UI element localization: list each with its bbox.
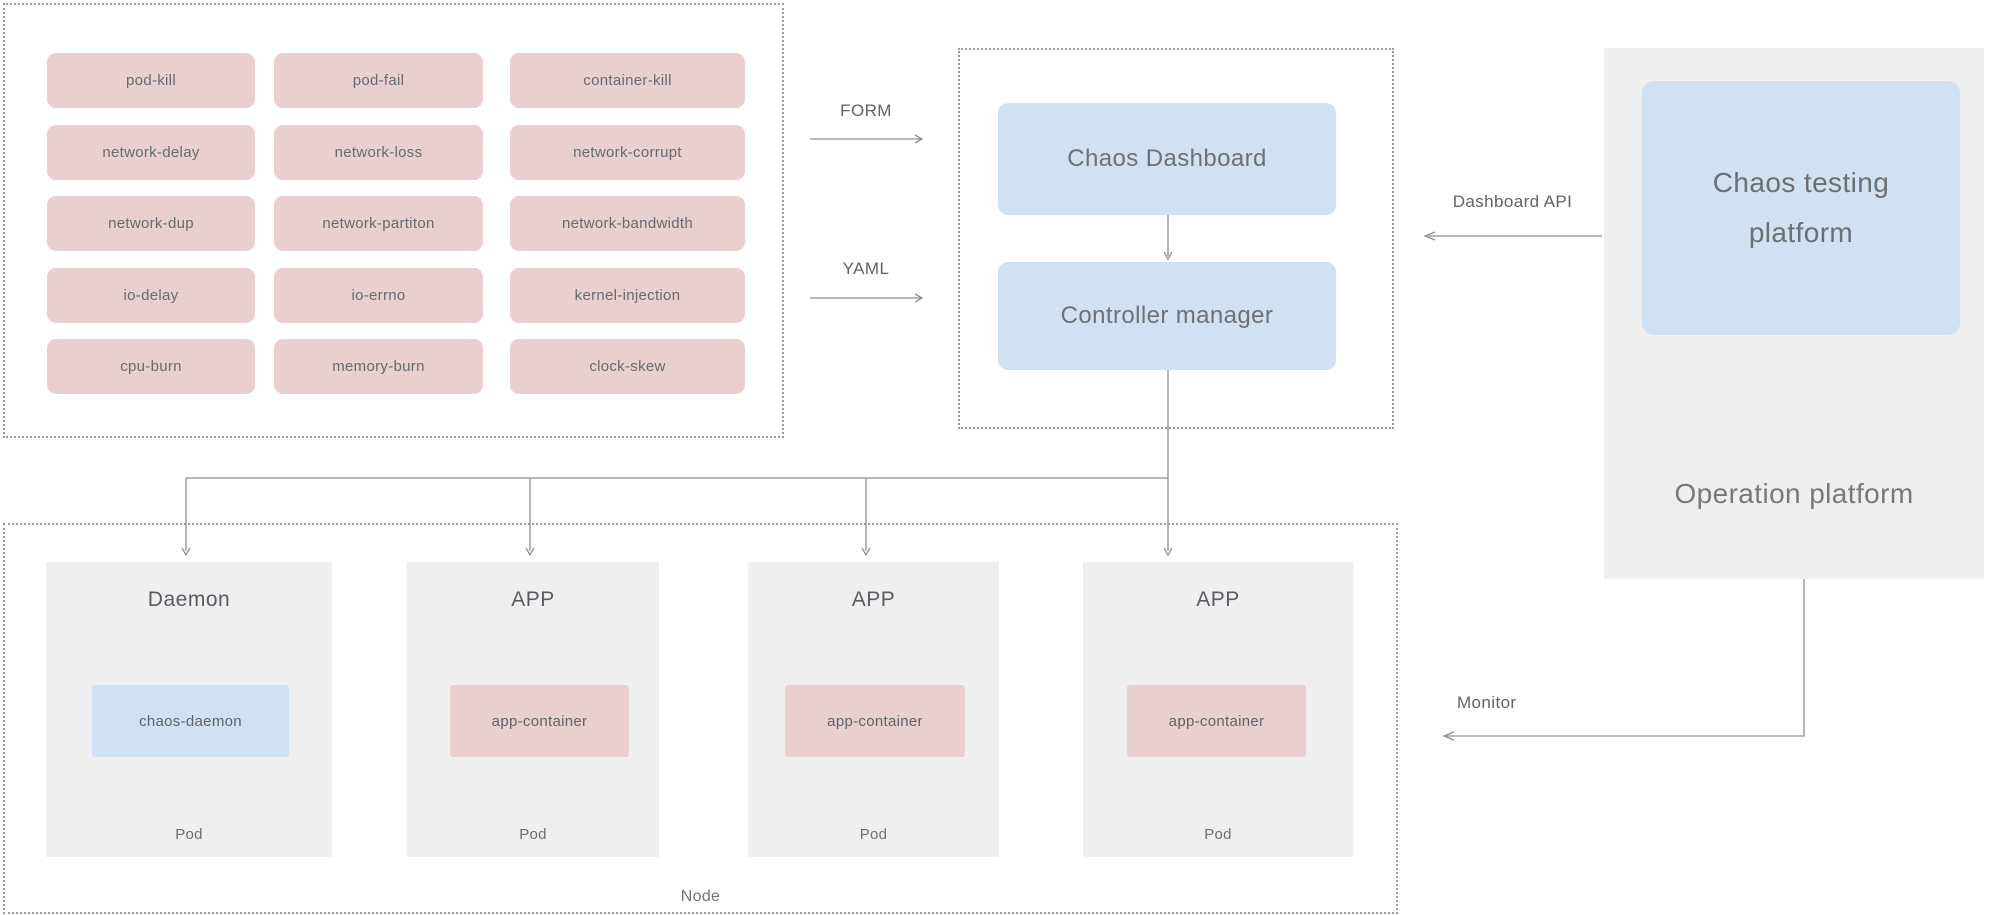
app-pod-2: APP app-container Pod	[748, 562, 999, 857]
control-plane-group	[958, 48, 1394, 429]
pod-label: Pod	[175, 826, 203, 843]
arrowhead-left	[1423, 231, 1436, 241]
experiment-clock-skew: clock-skew	[510, 339, 745, 394]
form-edge-label: FORM	[840, 101, 892, 120]
pod-label: Pod	[859, 826, 888, 843]
experiment-network-bandwidth: network-bandwidth	[510, 196, 745, 251]
chaos-daemon-container: chaos-daemon	[92, 685, 289, 757]
experiment-kernel-injection: kernel-injection	[510, 268, 745, 323]
chaos-testing-platform-node: Chaos testing platform	[1642, 81, 1960, 335]
node-group: Daemon chaos-daemon Pod APP app-containe…	[3, 523, 1398, 914]
app-pod-1: APP app-container Pod	[407, 562, 659, 857]
experiment-network-dup: network-dup	[47, 196, 255, 251]
experiment-container-kill: container-kill	[510, 53, 745, 108]
app-container-box: app-container	[785, 685, 965, 757]
app-container-box: app-container	[450, 685, 629, 757]
experiment-memory-burn: memory-burn	[274, 339, 483, 394]
arrowhead-left	[1442, 731, 1455, 741]
experiment-network-loss: network-loss	[274, 125, 483, 180]
operation-platform-label: Operation platform	[1674, 478, 1914, 509]
operation-platform-group: Chaos testing platform Operation platfor…	[1604, 48, 1984, 579]
node-label: Node	[680, 888, 721, 905]
experiment-io-errno: io-errno	[274, 268, 483, 323]
experiment-pod-fail: pod-fail	[274, 53, 483, 108]
pod-title: APP	[511, 588, 555, 611]
yaml-arrowhead-right	[914, 293, 924, 303]
pod-label: Pod	[519, 826, 547, 843]
experiment-cpu-burn: cpu-burn	[47, 339, 255, 394]
pod-title: APP	[1196, 588, 1240, 611]
controller-manager-node: Controller manager	[998, 262, 1336, 370]
form-arrowhead-right	[914, 134, 924, 144]
experiment-network-corrupt: network-corrupt	[510, 125, 745, 180]
experiment-network-partiton: network-partiton	[274, 196, 483, 251]
app-container-box: app-container	[1127, 685, 1306, 757]
experiment-types-group: pod-kill pod-fail container-kill network…	[3, 3, 784, 438]
pod-title: Daemon	[147, 588, 231, 611]
experiment-network-delay: network-delay	[47, 125, 255, 180]
yaml-edge-label: YAML	[842, 259, 890, 278]
pod-label: Pod	[1204, 826, 1232, 843]
app-pod-3: APP app-container Pod	[1083, 562, 1353, 857]
experiment-pod-kill: pod-kill	[47, 53, 255, 108]
experiment-io-delay: io-delay	[47, 268, 255, 323]
dashboard-api-edge-label: Dashboard API	[1452, 192, 1573, 211]
chaos-dashboard-node: Chaos Dashboard	[998, 103, 1336, 215]
daemon-pod: Daemon chaos-daemon Pod	[46, 562, 332, 857]
pod-title: APP	[851, 588, 896, 611]
monitor-edge-label: Monitor	[1457, 693, 1517, 712]
